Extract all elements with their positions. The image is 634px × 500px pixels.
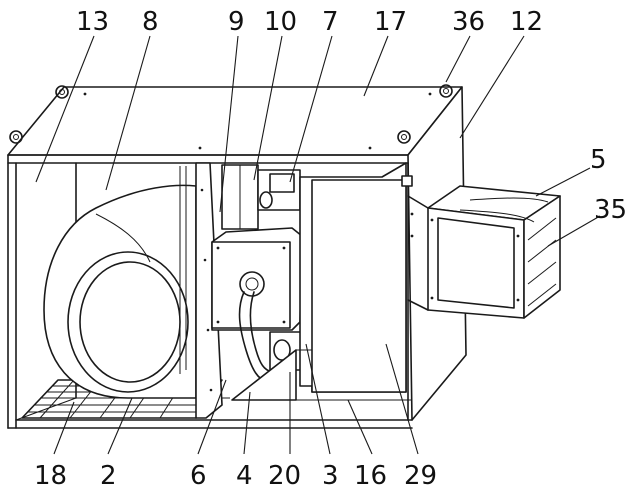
label-17: 17: [374, 7, 407, 37]
label-16: 16: [354, 461, 387, 491]
label-7: 7: [322, 7, 339, 37]
label-20: 20: [268, 461, 301, 491]
reference-numerals: 13 8 9 10 7 17 36 12 5 35 18 2 6 4 20 3 …: [34, 7, 627, 491]
top-panel: [7, 86, 463, 156]
label-29: 29: [404, 461, 437, 491]
motor-shaft-assembly: [221, 164, 301, 230]
label-35: 35: [594, 195, 627, 225]
label-9: 9: [228, 7, 245, 37]
leader-lines: [35, 35, 601, 455]
label-8: 8: [142, 7, 159, 37]
inner-panels: [231, 162, 412, 401]
label-4: 4: [236, 461, 253, 491]
label-5: 5: [590, 145, 607, 175]
label-36: 36: [452, 7, 485, 37]
fan-volute: [43, 184, 197, 399]
label-2: 2: [100, 461, 117, 491]
outlet-duct: [401, 175, 561, 319]
label-18: 18: [34, 461, 67, 491]
label-12: 12: [510, 7, 543, 37]
control-box: [211, 227, 305, 383]
label-13: 13: [76, 7, 109, 37]
label-10: 10: [264, 7, 297, 37]
lifting-eyes: [9, 84, 453, 144]
label-6: 6: [190, 461, 207, 491]
label-3: 3: [322, 461, 339, 491]
